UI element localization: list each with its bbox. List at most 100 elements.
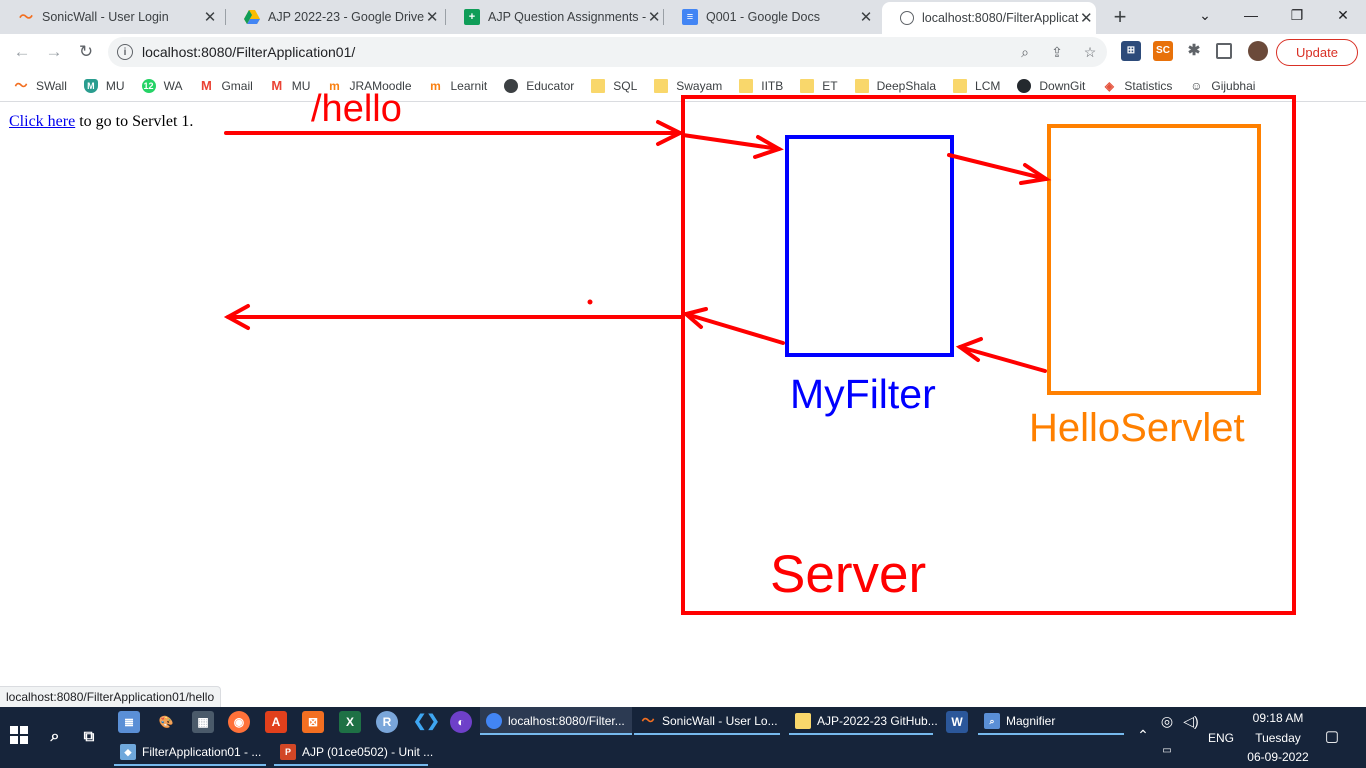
restore-button[interactable]: ❐ bbox=[1290, 7, 1304, 23]
bookmark-star-icon[interactable]: ☆ bbox=[1083, 44, 1097, 60]
taskbar-app-magnifier[interactable]: ⌕ Magnifier bbox=[978, 707, 1124, 735]
back-button[interactable]: ← bbox=[13, 42, 31, 61]
search-icon[interactable]: ⌕ bbox=[50, 728, 60, 745]
excel-icon[interactable]: X bbox=[339, 711, 361, 733]
powerpoint-icon: P bbox=[280, 744, 296, 760]
github-desktop-icon[interactable]: ◐ bbox=[450, 711, 472, 733]
close-tab-icon[interactable]: ✕ bbox=[203, 9, 217, 26]
bookmark-label: ET bbox=[822, 78, 838, 93]
bookmark-item[interactable]: SQL bbox=[591, 78, 637, 93]
filter-in-arrow bbox=[681, 133, 784, 159]
tab-question-assignments[interactable]: + AJP Question Assignments - ✕ bbox=[446, 0, 664, 34]
bookmark-label: Educator bbox=[526, 78, 575, 93]
chevron-up-icon[interactable]: ⌃ bbox=[1137, 727, 1149, 743]
close-tab-icon[interactable]: ✕ bbox=[425, 9, 439, 26]
bookmark-item[interactable]: DownGit bbox=[1017, 78, 1085, 93]
folder-icon bbox=[795, 713, 811, 729]
new-tab-button[interactable]: + bbox=[1113, 4, 1127, 29]
calculator-icon[interactable]: ▦ bbox=[192, 711, 214, 733]
close-tab-icon[interactable]: ✕ bbox=[647, 9, 661, 26]
bookmark-item[interactable]: IITB bbox=[739, 78, 783, 93]
notepad-icon[interactable]: ≣ bbox=[118, 711, 140, 733]
tab-google-drive[interactable]: AJP 2022-23 - Google Drive ✕ bbox=[226, 0, 446, 34]
bookmark-item[interactable]: ☺ Gijubhai bbox=[1189, 79, 1255, 93]
forward-button[interactable]: → bbox=[45, 42, 63, 61]
volume-icon[interactable]: ◁) bbox=[1183, 713, 1199, 729]
side-panel-icon[interactable] bbox=[1216, 43, 1232, 59]
avatar[interactable] bbox=[1248, 41, 1268, 61]
clock-day[interactable]: Tuesday bbox=[1255, 731, 1301, 745]
close-tab-icon[interactable]: ✕ bbox=[859, 9, 873, 26]
taskbar-app-netbeans[interactable]: ◆ FilterApplication01 - ... bbox=[114, 738, 266, 766]
taskbar-app-explorer[interactable]: AJP-2022-23 GitHub... bbox=[789, 707, 938, 735]
clock-time[interactable]: 09:18 AM bbox=[1252, 711, 1304, 725]
share-icon[interactable]: ⇪ bbox=[1051, 44, 1063, 60]
open-indicator bbox=[789, 733, 933, 735]
taskbar-app-chrome[interactable]: localhost:8080/Filter... bbox=[480, 707, 632, 735]
network-icon[interactable]: ◎ bbox=[1160, 713, 1174, 729]
server-label: Server bbox=[770, 545, 926, 604]
filter-label: MyFilter bbox=[790, 371, 936, 417]
acrobat-icon[interactable]: A bbox=[265, 711, 287, 733]
bookmark-item[interactable]: LCM bbox=[953, 78, 1000, 93]
whatsapp-icon: 12 bbox=[141, 78, 156, 93]
bookmark-item[interactable]: 〜SWall bbox=[14, 77, 66, 93]
notification-icon[interactable]: ▢ bbox=[1324, 728, 1340, 745]
paint-icon[interactable]: 🎨 bbox=[158, 715, 174, 729]
xampp-icon[interactable]: ⊠ bbox=[302, 711, 324, 733]
bookmark-item[interactable]: Educator bbox=[504, 78, 575, 93]
firefox-icon[interactable]: ◉ bbox=[228, 711, 250, 733]
open-indicator bbox=[634, 733, 780, 735]
sonicwall-icon: 〜 bbox=[14, 77, 28, 93]
bookmark-item[interactable]: ◈Statistics bbox=[1102, 79, 1173, 93]
sc-extension-icon[interactable]: SC bbox=[1153, 41, 1173, 61]
bookmark-item[interactable]: Swayam bbox=[654, 78, 722, 93]
folder-icon bbox=[953, 78, 968, 93]
google-sheets-icon: + bbox=[464, 9, 480, 25]
taskbar-app-powerpoint[interactable]: P AJP (01ce0502) - Unit ... bbox=[274, 738, 433, 766]
site-info-icon[interactable]: i bbox=[117, 44, 133, 60]
servlet-link[interactable]: Click here bbox=[9, 113, 76, 130]
word-icon[interactable]: W bbox=[946, 711, 968, 733]
extension-icon[interactable]: ⊞ bbox=[1121, 41, 1141, 61]
close-tab-icon[interactable]: ✕ bbox=[1080, 10, 1093, 27]
gmail-icon: M bbox=[201, 77, 212, 93]
annotation-overlay: /hello MyFilter HelloServlet Server bbox=[223, 88, 1296, 615]
clock-date[interactable]: 06-09-2022 bbox=[1247, 750, 1309, 764]
folder-icon bbox=[854, 78, 869, 93]
address-bar[interactable]: i localhost:8080/FilterApplication01/ bbox=[108, 37, 1107, 67]
bookmark-label: MU bbox=[291, 78, 311, 93]
status-bubble: localhost:8080/FilterApplication01/hello bbox=[0, 686, 222, 707]
minimize-button[interactable]: — bbox=[1244, 7, 1258, 23]
puzzle-icon[interactable]: ✱ bbox=[1187, 42, 1201, 59]
vscode-icon[interactable]: ❮❯ bbox=[413, 713, 440, 730]
bookmark-item[interactable]: M MU bbox=[270, 77, 311, 93]
tab-localhost[interactable]: localhost:8080/FilterApplicat ✕ bbox=[882, 2, 1096, 34]
reload-button[interactable]: ↻ bbox=[78, 42, 94, 61]
tab-google-docs[interactable]: ≡ Q001 - Google Docs ✕ bbox=[664, 0, 882, 34]
zoom-icon[interactable]: ⌕ bbox=[1021, 44, 1029, 60]
language-indicator[interactable]: ENG bbox=[1207, 731, 1234, 745]
address-url[interactable]: localhost:8080/FilterApplication01/ bbox=[142, 44, 356, 60]
task-view-icon[interactable]: ⧉ bbox=[83, 728, 95, 745]
browser-toolbar: ← → ↻ i localhost:8080/FilterApplication… bbox=[0, 34, 1366, 70]
bookmark-item[interactable]: DeepShala bbox=[854, 78, 936, 93]
folder-icon bbox=[591, 78, 606, 93]
bookmark-item[interactable]: ET bbox=[800, 78, 838, 93]
windows-start-icon[interactable] bbox=[8, 726, 30, 748]
bookmark-label: Gijubhai bbox=[1211, 78, 1256, 93]
update-button[interactable]: Update bbox=[1276, 39, 1358, 66]
r-icon[interactable]: R bbox=[376, 711, 398, 733]
taskbar-app-sonicwall[interactable]: 〜 SonicWall - User Lo... bbox=[634, 707, 782, 735]
person-icon: ☺ bbox=[1190, 78, 1203, 93]
battery-icon[interactable]: ▭ bbox=[1162, 745, 1172, 756]
tab-search-icon[interactable]: ⌄ bbox=[1199, 7, 1211, 23]
close-window-button[interactable]: ✕ bbox=[1337, 7, 1349, 23]
tab-sonicwall[interactable]: 〜 SonicWall - User Login ✕ bbox=[0, 0, 226, 34]
gmail-icon: M bbox=[271, 77, 283, 93]
